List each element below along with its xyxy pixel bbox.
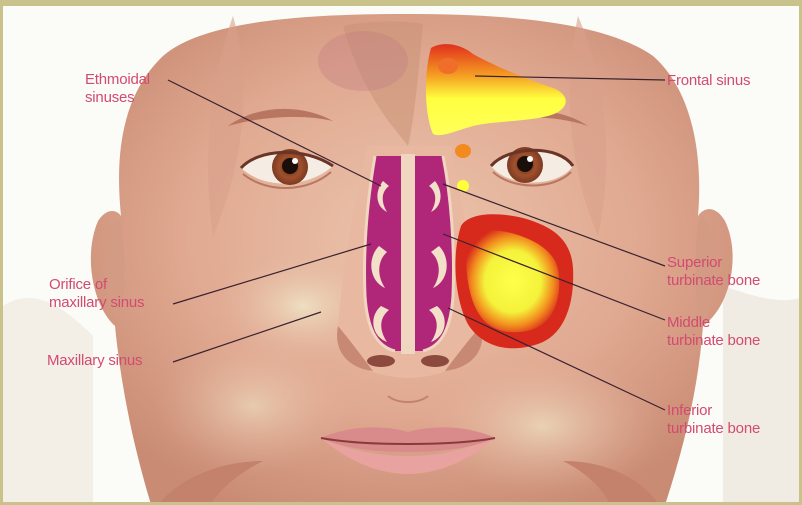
maxillary-sinus: [455, 214, 573, 348]
label-maxillary-sinus: Maxillary sinus: [47, 352, 142, 370]
label-middle-turbinate: Middle turbinate bone: [667, 314, 760, 350]
label-inferior-turbinate: Inferior turbinate bone: [667, 402, 760, 438]
label-superior-turbinate: Superior turbinate bone: [667, 254, 760, 290]
label-frontal-sinus: Frontal sinus: [667, 72, 750, 90]
label-ethmoidal-sinuses: Ethmoidal sinuses: [85, 71, 150, 107]
label-orifice-maxillary: Orifice of maxillary sinus: [49, 276, 144, 312]
